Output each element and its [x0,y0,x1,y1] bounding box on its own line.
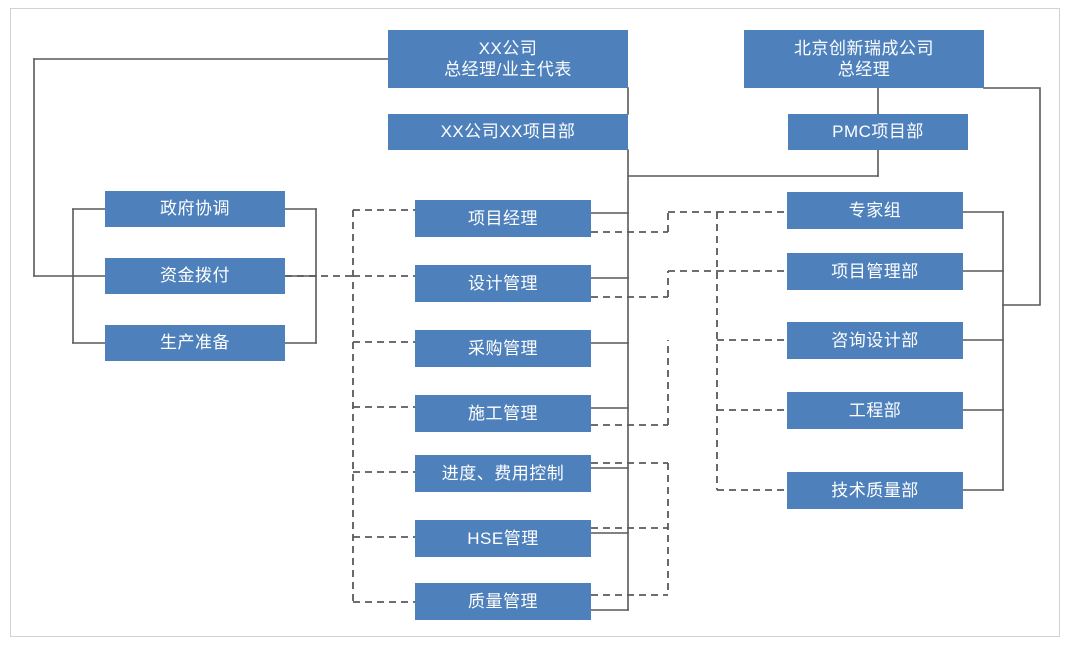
node-hse-mgmt[interactable]: HSE管理 [415,520,591,557]
node-label: 生产准备 [160,333,230,353]
node-label: 项目经理 [468,208,538,228]
node-label: 北京创新瑞成公司 总经理 [794,38,934,79]
node-consult-d[interactable]: 咨询设计部 [787,322,963,359]
node-proj-mgmt-d[interactable]: 项目管理部 [787,253,963,290]
node-eng-d[interactable]: 工程部 [787,392,963,429]
node-label: 设计管理 [468,273,538,293]
node-label: 项目管理部 [831,261,919,281]
node-label: PMC项目部 [832,122,924,142]
node-tech-qual-d[interactable]: 技术质量部 [787,472,963,509]
node-label: HSE管理 [467,528,539,548]
node-pmc-gm[interactable]: 北京创新瑞成公司 总经理 [744,30,984,88]
node-expert-grp[interactable]: 专家组 [787,192,963,229]
node-label: 工程部 [848,400,902,420]
connector-solid-1 [983,87,1041,306]
node-constr-mgmt[interactable]: 施工管理 [415,395,591,432]
node-label: 进度、费用控制 [441,463,565,483]
node-design-mgmt[interactable]: 设计管理 [415,265,591,302]
node-gov-coord[interactable]: 政府协调 [105,191,285,227]
node-label: 专家组 [848,200,902,220]
node-label: 咨询设计部 [831,330,919,350]
node-label: 技术质量部 [831,480,919,500]
node-label: 政府协调 [160,199,230,219]
node-label: XX公司XX项目部 [440,122,576,142]
node-prod-prep[interactable]: 生产准备 [105,325,285,361]
node-qual-mgmt[interactable]: 质量管理 [415,583,591,620]
node-owner-gm[interactable]: XX公司 总经理/业主代表 [388,30,628,88]
node-label: 资金拨付 [160,266,230,286]
diagram-frame [10,8,1060,637]
node-label: 采购管理 [468,338,538,358]
node-proc-mgmt[interactable]: 采购管理 [415,330,591,367]
node-pmc-dept[interactable]: PMC项目部 [788,114,968,150]
dashed-connectors [285,209,787,603]
node-label: 质量管理 [468,591,538,611]
node-proj-mgr[interactable]: 项目经理 [415,200,591,237]
node-owner-dept[interactable]: XX公司XX项目部 [388,114,628,150]
node-label: XX公司 总经理/业主代表 [444,38,572,79]
node-cost-ctrl[interactable]: 进度、费用控制 [415,455,591,492]
node-label: 施工管理 [468,403,538,423]
node-fund-alloc[interactable]: 资金拨付 [105,258,285,294]
